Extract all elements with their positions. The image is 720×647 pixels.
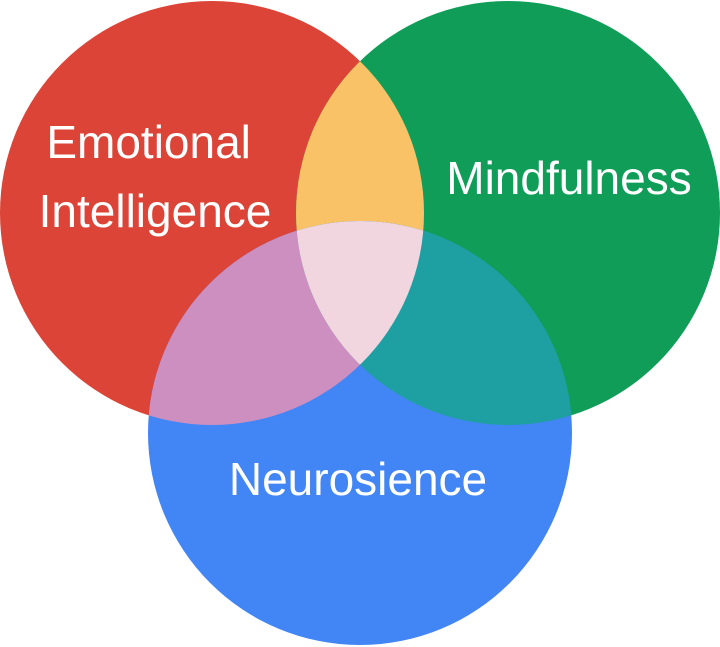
- neuroscience-label: Neurosience: [229, 453, 487, 505]
- emotional-intelligence-label-line-2: Intelligence: [39, 185, 272, 237]
- emotional-intelligence-label: Emotional Intelligence: [39, 116, 272, 237]
- mindfulness-neuroscience-overlap: [296, 221, 572, 425]
- mindfulness-label: Mindfulness: [446, 152, 691, 204]
- emotional-intelligence-label-line-1: Emotional: [46, 116, 251, 168]
- emotional-neuroscience-overlap: [148, 221, 424, 425]
